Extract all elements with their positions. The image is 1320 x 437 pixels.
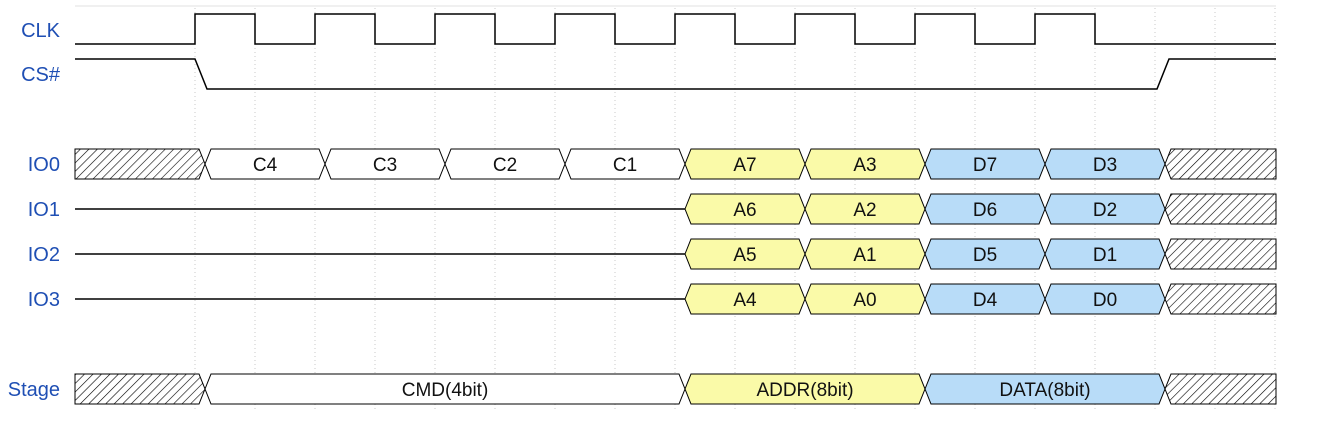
bus-cell-text: D5 — [973, 245, 997, 266]
cs-label: CS# — [21, 64, 61, 86]
io0-label: IO0 — [28, 154, 60, 176]
bus-cell-text: A0 — [853, 290, 876, 311]
bus-cell-text: D1 — [1093, 245, 1117, 266]
bus-cell-text: A5 — [733, 245, 756, 266]
bus-cell-text: A3 — [853, 155, 876, 176]
bus-cell-text: A7 — [733, 155, 756, 176]
stage-segment-label: CMD(4bit) — [402, 380, 489, 401]
dont-care-hatch — [74, 148, 206, 180]
stage-segment-label: DATA(8bit) — [999, 380, 1090, 401]
bus-cell-text: C2 — [493, 155, 517, 176]
bus-cell-text: D0 — [1093, 290, 1117, 311]
stage-label: Stage — [8, 379, 60, 401]
dont-care-hatch — [74, 373, 206, 405]
dont-care-hatch — [1164, 283, 1277, 315]
dont-care-hatch — [1164, 193, 1277, 225]
cs-waveform — [75, 58, 1276, 90]
bus-cell-text: C3 — [373, 155, 397, 176]
bus-cell-text: D2 — [1093, 200, 1117, 221]
io2-label: IO2 — [28, 244, 60, 266]
bus-cell-text: D3 — [1093, 155, 1117, 176]
dont-care-hatch — [1164, 238, 1277, 270]
bus-cell-text: D6 — [973, 200, 997, 221]
stage-segment-label: ADDR(8bit) — [756, 380, 853, 401]
bus-cell-text: A1 — [853, 245, 876, 266]
bus-cell-text: A4 — [733, 290, 757, 311]
bus-cell-text: D4 — [973, 290, 998, 311]
bus-cell-text: A2 — [853, 200, 876, 221]
clk-waveform — [75, 13, 1276, 45]
stage-row: CMD(4bit) ADDR(8bit) DATA(8bit) — [74, 373, 1277, 405]
io3-row: A4 A0 D4 D0 — [75, 283, 1277, 315]
io2-row: A5 A1 D5 D1 — [75, 238, 1277, 270]
io1-label: IO1 — [28, 199, 60, 221]
io0-row: C4 C3 C2 C1 A7 A3 D7 D3 — [74, 148, 1277, 180]
io3-label: IO3 — [28, 289, 60, 311]
dont-care-hatch — [1164, 373, 1277, 405]
io1-row: A6 A2 D6 D2 — [75, 193, 1277, 225]
bus-cell-text: C4 — [253, 155, 278, 176]
bus-cell-text: D7 — [973, 155, 997, 176]
clk-label: CLK — [21, 20, 61, 42]
bus-cell-text: C1 — [613, 155, 637, 176]
bus-cell-text: A6 — [733, 200, 756, 221]
dont-care-hatch — [1164, 148, 1277, 180]
